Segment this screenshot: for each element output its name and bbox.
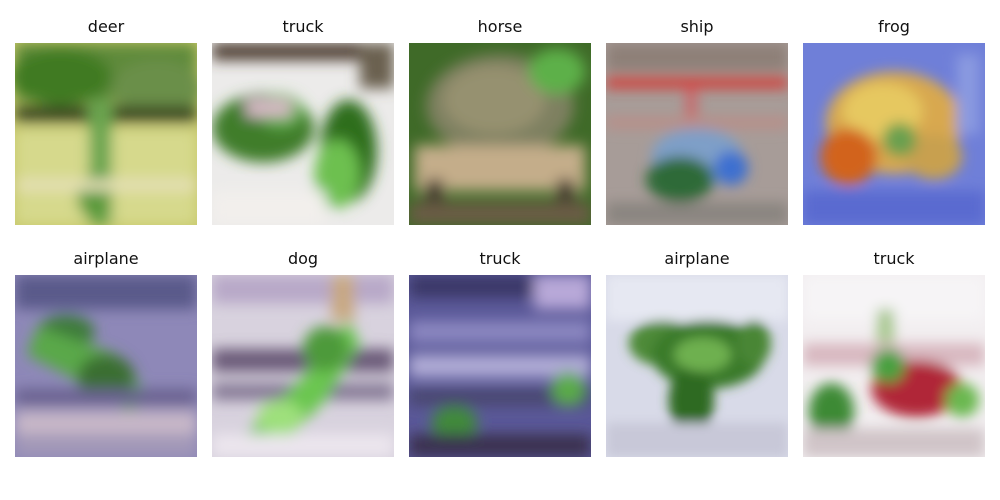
panel-title: horse bbox=[477, 17, 523, 36]
panel-title: truck bbox=[479, 249, 521, 268]
panel-image bbox=[15, 43, 197, 225]
panel-image bbox=[606, 43, 788, 225]
panel-image bbox=[212, 275, 394, 457]
panel-title: truck bbox=[282, 17, 324, 36]
panel-image bbox=[409, 43, 591, 225]
panel-image bbox=[212, 43, 394, 225]
panel-image bbox=[803, 43, 985, 225]
panel-image bbox=[803, 275, 985, 457]
panel-image bbox=[606, 275, 788, 457]
panel-title: airplane bbox=[73, 249, 139, 268]
panel-title: truck bbox=[873, 249, 915, 268]
panel-title: ship bbox=[680, 17, 714, 36]
panel-title: deer bbox=[87, 17, 125, 36]
panel-title: airplane bbox=[664, 249, 730, 268]
panel-title: frog bbox=[878, 17, 910, 36]
panel-image bbox=[409, 275, 591, 457]
panel-image bbox=[15, 275, 197, 457]
panel-title: dog bbox=[287, 249, 319, 268]
